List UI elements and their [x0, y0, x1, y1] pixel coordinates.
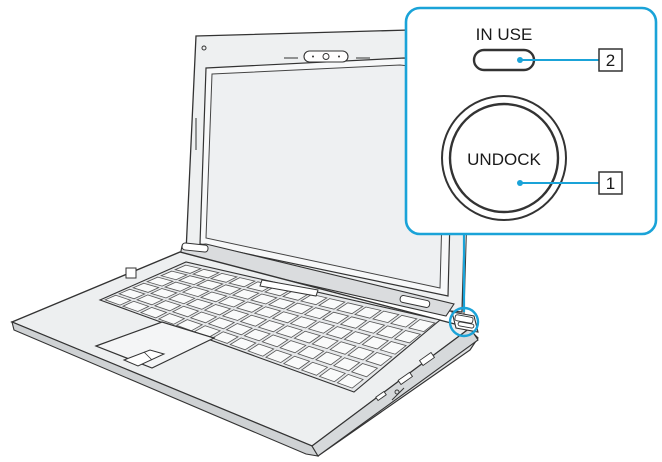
keyboard-key	[375, 325, 404, 339]
keyboard-key	[317, 298, 346, 310]
undock-label: UNDOCK	[467, 150, 541, 169]
callout-2-badge	[598, 48, 623, 72]
keyboard-key	[261, 334, 289, 348]
keyboard-key	[347, 346, 375, 361]
keyboard-key	[195, 279, 224, 290]
keyboard-key	[336, 373, 364, 389]
keyboard-key	[146, 276, 174, 287]
keyboard-key	[159, 270, 189, 281]
keyboard-key	[149, 288, 178, 299]
keyboard-key	[207, 317, 236, 330]
keyboard-key	[379, 341, 407, 355]
keyboard-key	[249, 293, 278, 305]
callout-1-badge	[598, 171, 623, 195]
keyboard-key	[343, 331, 372, 345]
keyboard-key	[217, 296, 246, 308]
laptop-lid	[185, 29, 473, 315]
callout-target-ring	[448, 306, 480, 338]
keyboard	[98, 261, 442, 393]
keyboard-key	[121, 300, 150, 312]
undock-button-icon	[448, 102, 560, 214]
keyboard-key	[253, 306, 282, 318]
keyboard-key	[282, 355, 311, 370]
keyboard-key	[167, 293, 196, 305]
keyboard-key	[211, 331, 239, 344]
callout-2-number: 2	[606, 51, 615, 70]
keyboard-key	[318, 367, 347, 383]
keyboard-key	[153, 300, 182, 312]
keyboard-key	[332, 357, 361, 372]
keyboard-key	[365, 352, 393, 366]
keyboard-key	[171, 305, 200, 318]
keyboard-key	[275, 325, 304, 338]
keyboard-key	[181, 286, 210, 298]
keyboard-key	[177, 275, 206, 286]
keyboard-key	[203, 304, 232, 316]
keyboard-key	[293, 330, 322, 344]
callout-1-number: 1	[606, 174, 615, 193]
keyboard-key	[231, 288, 260, 300]
keyboard-key	[354, 306, 382, 319]
keyboard-key	[136, 294, 164, 306]
keyboard-key	[329, 341, 357, 355]
keyboard-key	[393, 330, 422, 344]
keyboard-key	[214, 284, 242, 295]
keyboard-key	[339, 316, 368, 329]
keyboard-key	[185, 298, 214, 310]
keyboard-key	[173, 264, 203, 274]
keyboard-key	[289, 316, 318, 329]
keyboard-key	[357, 320, 386, 334]
callout-panel: IN USE 2 UNDOCK 1	[404, 6, 658, 338]
laptop-illustration	[10, 29, 479, 457]
keyboard-key	[221, 309, 250, 321]
keyboard-key	[321, 311, 350, 324]
keyboard-key	[297, 345, 325, 360]
keyboard-key	[209, 272, 238, 283]
keyboard-key	[239, 314, 268, 327]
keyboard-key	[350, 363, 379, 378]
keyboard-key	[163, 281, 192, 292]
keyboard-key	[315, 351, 343, 366]
keyboard-key	[104, 294, 132, 306]
keyboard-key	[118, 288, 146, 300]
keyboard-key	[139, 306, 168, 319]
keyboard-key	[157, 313, 186, 325]
keyboard-key	[132, 282, 160, 293]
keyboard-key	[361, 336, 390, 350]
keyboard-key	[225, 323, 254, 336]
in-use-label: IN USE	[476, 25, 533, 44]
keyboard-key	[189, 311, 218, 324]
keyboard-key	[303, 307, 332, 320]
keyboard-key	[336, 302, 364, 315]
keyboard-key	[229, 337, 257, 351]
keyboard-key	[389, 314, 418, 328]
keyboard-key	[279, 340, 307, 354]
keyboard-key	[257, 320, 286, 333]
keyboard-key	[325, 326, 354, 339]
keyboard-key	[227, 277, 256, 288]
keyboard-key	[199, 291, 228, 303]
keyboard-key	[407, 319, 436, 333]
keyboard-key	[265, 349, 293, 364]
touchpad	[94, 321, 216, 369]
keyboard-key	[285, 302, 314, 315]
keyboard-key	[243, 328, 271, 342]
keyboard-key	[271, 311, 300, 324]
keyboard-key	[247, 343, 275, 357]
keyboard-key	[300, 361, 329, 376]
keyboard-key	[235, 301, 264, 313]
keyboard-key	[311, 336, 339, 350]
keyboard-key	[372, 310, 400, 324]
keyboard-key	[191, 268, 220, 279]
keyboard-key	[299, 293, 328, 306]
keyboard-key	[307, 321, 336, 334]
keyboard-key	[267, 298, 296, 310]
